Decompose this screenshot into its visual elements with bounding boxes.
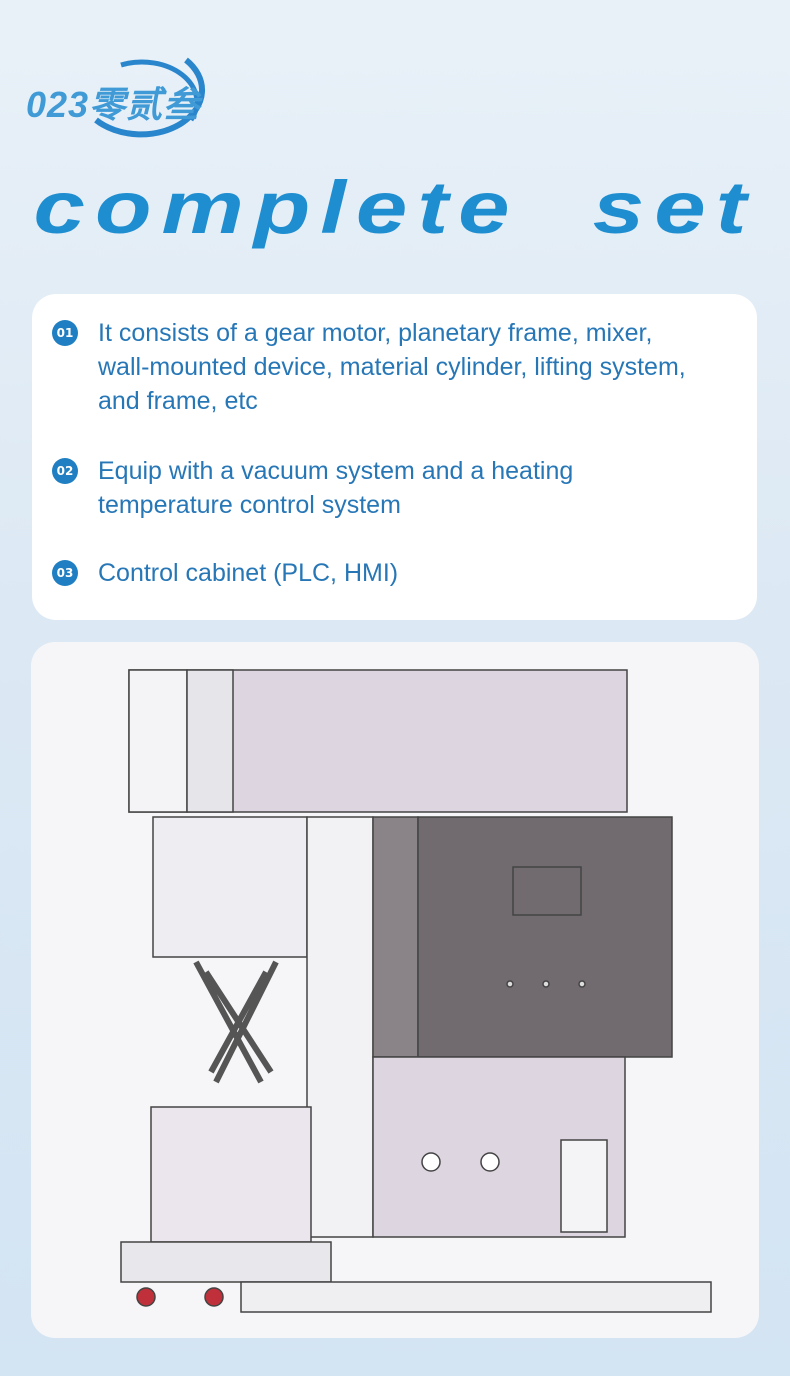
feature-item: 03 Control cabinet (PLC, HMI): [52, 556, 708, 590]
feature-text: Equip with a vacuum system and a heating…: [98, 457, 574, 519]
feature-text: It consists of a gear motor, planetary f…: [98, 319, 686, 415]
feature-item: 01 It consists of a gear motor, planetar…: [52, 316, 708, 418]
number-badge: 03: [52, 560, 78, 586]
planetary-mixer-drawing: [120, 669, 712, 1313]
logo-swoosh-icon: [94, 57, 206, 138]
machine-image: [31, 642, 759, 1338]
logo-text: 023零贰叁: [26, 84, 201, 125]
feature-text: Control cabinet (PLC, HMI): [98, 559, 399, 587]
feature-item: 02 Equip with a vacuum system and a heat…: [52, 454, 708, 522]
number-badge: 01: [52, 320, 78, 346]
features-card: 01 It consists of a gear motor, planetar…: [32, 294, 757, 620]
number-badge: 02: [52, 458, 78, 484]
page-title: complete set: [33, 166, 757, 249]
brand-logo: 023零贰叁: [26, 50, 266, 140]
